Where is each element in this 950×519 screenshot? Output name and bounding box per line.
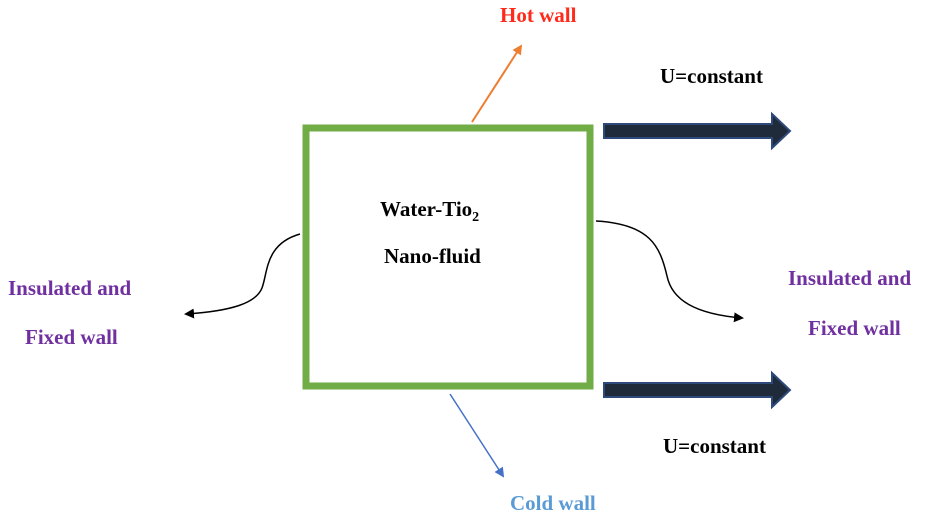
velocity-label-bottom: U=constant [663,434,766,458]
cold-wall-pointer [449,393,505,478]
hot-wall-pointer [471,44,523,123]
cold-wall-label: Cold wall [510,491,596,515]
cavity-box [302,124,594,390]
velocity-arrow-bottom [603,370,792,410]
right-wall-label-line2: Fixed wall [808,316,901,340]
right-wall-label-line1: Insulated and [788,266,912,290]
fluid-label-line2: Nano-fluid [384,244,481,268]
hot-wall-label: Hot wall [500,3,577,27]
fluid-label-line1: Water-Tio2 [380,199,479,225]
left-wall-label-line1: Insulated and [8,276,132,300]
right-wall-pointer [595,220,744,323]
velocity-arrow-top [603,111,792,151]
fluid-subscript: 2 [472,210,480,226]
left-wall-pointer [184,233,301,319]
velocity-label-top: U=constant [660,64,763,88]
fluid-name: Water-Tio [380,197,473,221]
left-wall-label-line2: Fixed wall [25,325,118,349]
